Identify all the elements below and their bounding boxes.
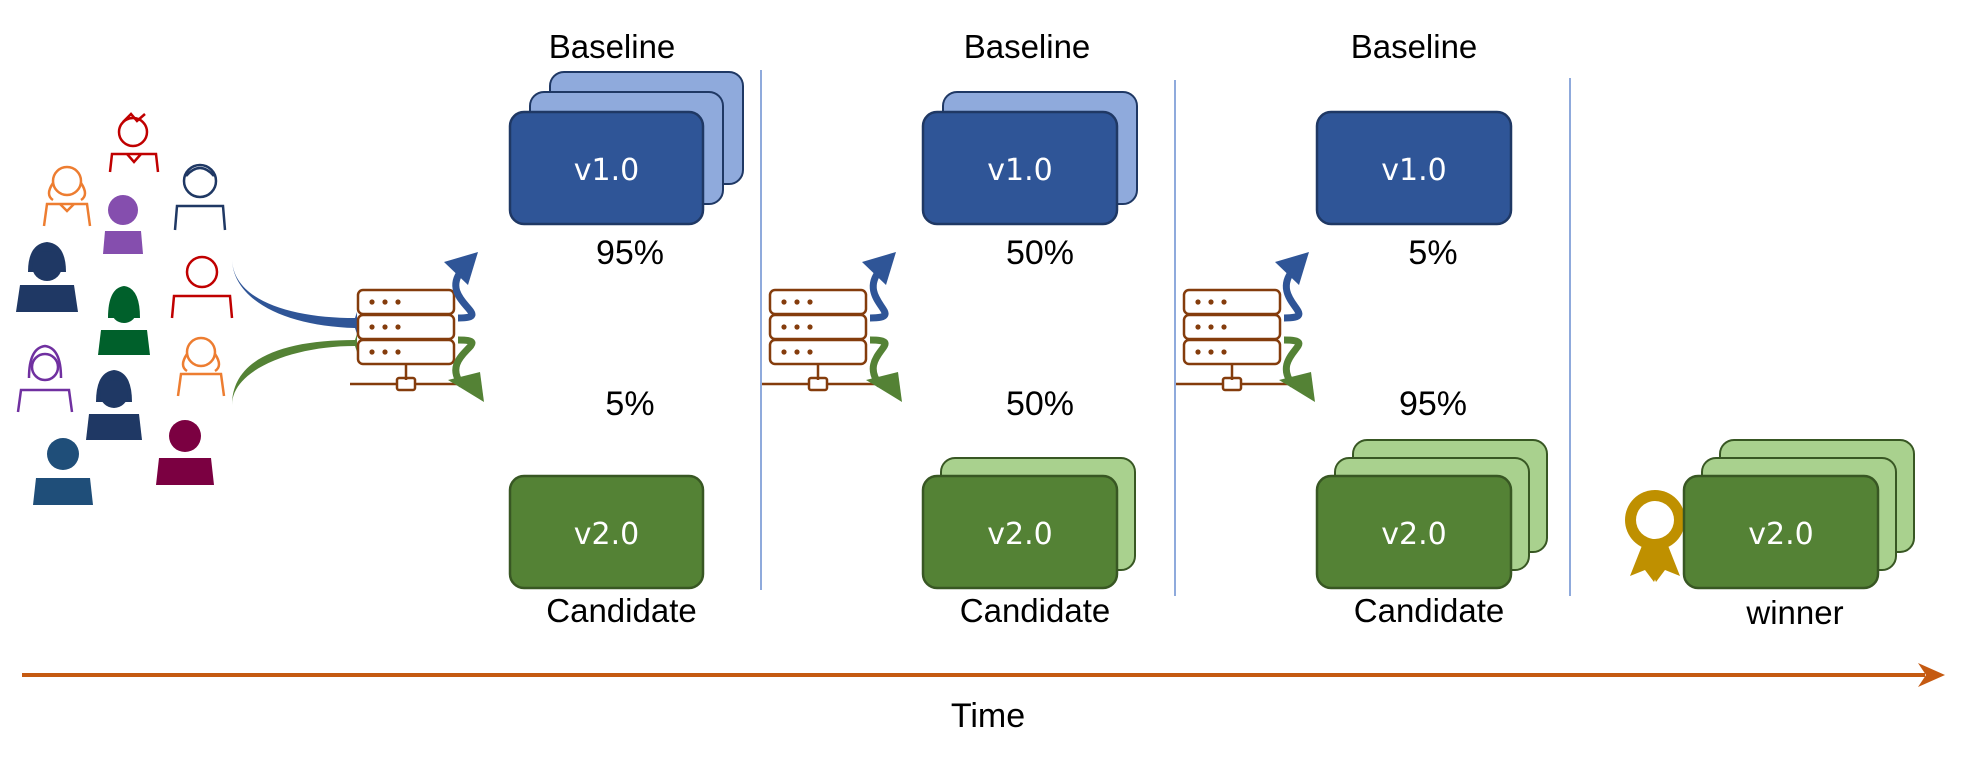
- user-icon: [33, 438, 93, 505]
- candidate-card: [921, 474, 1119, 590]
- rollout-stage: v1.0 Baseline 95% v2.0 5% Candidate: [350, 28, 744, 629]
- baseline-title: Baseline: [1351, 28, 1478, 65]
- baseline-route-arrow: [1282, 267, 1303, 322]
- baseline-arrow-head: [862, 252, 896, 285]
- candidate-title: Candidate: [960, 592, 1110, 629]
- stage-dividers: [760, 70, 1571, 596]
- server-icon: [1176, 288, 1292, 392]
- server-icon: [350, 288, 466, 392]
- baseline-version: v1.0: [574, 153, 639, 188]
- users-icon: [16, 112, 234, 505]
- candidate-card: [508, 474, 705, 590]
- baseline-route-arrow: [869, 267, 889, 322]
- baseline-percentage: 50%: [1006, 234, 1074, 272]
- user-icon: [16, 344, 74, 413]
- user-icon: [86, 370, 142, 440]
- candidate-title: Candidate: [546, 592, 696, 629]
- rollout-stage: v1.0 Baseline 50% v2.0 50% Candidate: [762, 28, 1138, 629]
- user-icon: [42, 165, 92, 227]
- winner-version: v2.0: [1748, 517, 1813, 552]
- baseline-card: [1315, 110, 1513, 226]
- user-icon: [156, 420, 214, 485]
- candidate-route-arrow: [869, 336, 889, 388]
- candidate-route-arrow: [1282, 336, 1303, 388]
- timeline-label: Time: [951, 697, 1025, 735]
- user-icon: [170, 255, 234, 319]
- rollout-stage: v1.0 Baseline 5% v2.0 95% Candidate: [1176, 28, 1548, 629]
- server-icon: [762, 288, 878, 392]
- baseline-percentage: 95%: [596, 234, 664, 272]
- user-icon: [173, 163, 227, 231]
- candidate-percentage: 50%: [1006, 385, 1074, 423]
- baseline-percentage: 5%: [1408, 234, 1457, 272]
- timeline: Time: [22, 663, 1945, 735]
- users-to-router-arrows: [232, 258, 357, 405]
- candidate-version: v2.0: [1381, 517, 1446, 552]
- user-icon: [103, 195, 143, 254]
- candidate-version: v2.0: [987, 517, 1052, 552]
- user-icon: [108, 112, 160, 173]
- user-icon: [98, 286, 150, 355]
- user-icon: [16, 242, 78, 312]
- candidate-arrow-head: [866, 372, 902, 402]
- candidate-arrow-head: [1279, 372, 1315, 402]
- winner-group: v2.0 winner: [1625, 439, 1915, 631]
- candidate-percentage: 95%: [1399, 385, 1467, 423]
- baseline-version: v1.0: [1381, 153, 1446, 188]
- baseline-version: v1.0: [987, 153, 1052, 188]
- candidate-card: [1315, 474, 1513, 590]
- candidate-title: Candidate: [1354, 592, 1504, 629]
- baseline-arrow-head: [444, 252, 478, 285]
- winner-card: [1682, 474, 1880, 590]
- candidate-route-arrow: [452, 336, 476, 388]
- baseline-arrow-head: [1275, 252, 1309, 285]
- baseline-card: [508, 110, 705, 226]
- winner-label: winner: [1745, 594, 1843, 631]
- user-icon: [176, 336, 226, 397]
- candidate-percentage: 5%: [605, 385, 654, 423]
- baseline-card: [921, 110, 1119, 226]
- candidate-arrow-head: [448, 372, 484, 402]
- candidate-version: v2.0: [574, 517, 639, 552]
- baseline-route-arrow: [452, 267, 476, 322]
- award-icon: [1625, 490, 1685, 582]
- baseline-title: Baseline: [549, 28, 676, 65]
- baseline-title: Baseline: [964, 28, 1091, 65]
